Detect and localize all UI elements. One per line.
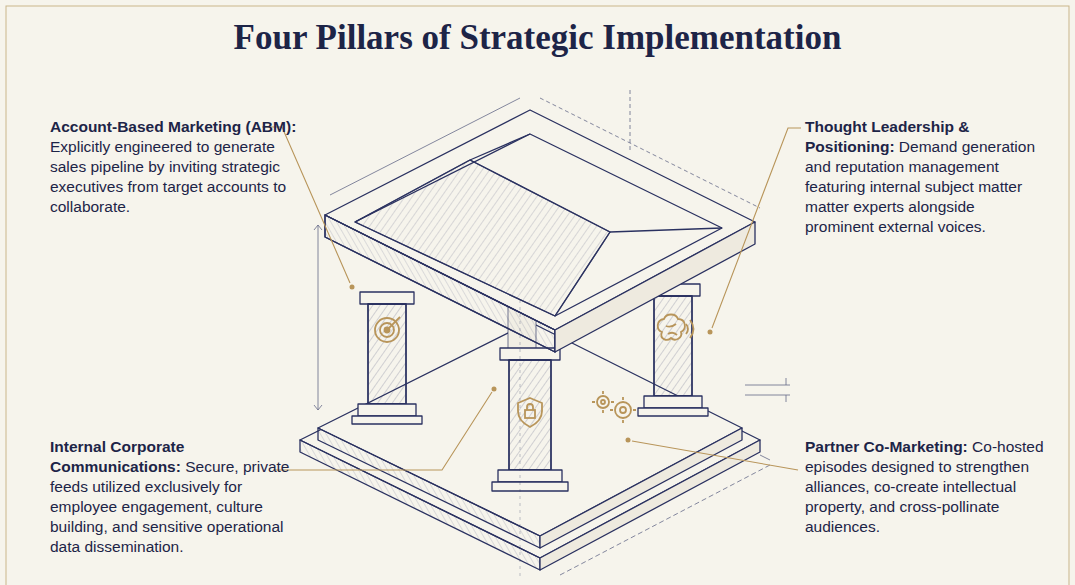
illustration-stroke <box>275 392 492 470</box>
illustration-stroke <box>509 360 551 470</box>
illustration-stroke <box>314 405 322 410</box>
illustration-stroke <box>355 160 610 316</box>
illustration-stroke <box>262 127 801 470</box>
illustration-stroke <box>492 482 568 491</box>
illustration-stroke <box>666 324 677 335</box>
illustration-stroke <box>560 465 770 575</box>
illustration-stroke <box>658 315 685 340</box>
callout-heading: Internal Corporate Communications: <box>50 438 184 475</box>
illustration-stroke <box>654 296 692 396</box>
illustration-stroke <box>352 416 422 424</box>
illustration-stroke <box>686 320 694 338</box>
illustration-stroke <box>520 300 521 580</box>
illustration-stroke <box>745 385 790 386</box>
illustration-stroke <box>610 228 722 232</box>
illustration-stroke <box>318 225 319 410</box>
illustration-stroke <box>555 232 610 316</box>
illustration-stroke <box>262 127 350 283</box>
illustration-stroke <box>300 110 760 570</box>
illustration-stroke <box>325 110 755 330</box>
callout-heading: Partner Co-Marketing: <box>805 438 968 455</box>
callout-text: Partner Co-Marketing: Co-hosted episodes… <box>805 437 1049 537</box>
illustration-stroke <box>470 134 530 160</box>
callout-body: Explicitly engineered to generate sales … <box>50 138 286 215</box>
illustration-stroke <box>527 404 533 410</box>
illustration-stroke <box>314 225 322 230</box>
illustration-stroke <box>6 6 1069 585</box>
illustration-stroke <box>760 455 770 460</box>
illustration-stroke <box>597 396 609 408</box>
illustration-stroke <box>540 428 742 548</box>
illustration-stroke <box>592 391 636 423</box>
illustration-stroke <box>492 387 497 392</box>
illustration-stroke <box>350 285 355 290</box>
illustration-stroke <box>518 398 542 427</box>
callout-text: Account-Based Marketing (ABM): Explicitl… <box>50 117 308 217</box>
callout-text: Thought Leadership & Positioning: Demand… <box>805 117 1037 237</box>
illustration-stroke <box>644 396 702 408</box>
illustration-stroke <box>470 160 610 232</box>
illustration-stroke <box>360 292 414 304</box>
illustration-stroke <box>654 296 692 396</box>
illustration-stroke <box>620 407 626 413</box>
callout-text: Internal Corporate Communications: Secur… <box>50 437 312 557</box>
illustration-stroke <box>615 402 631 418</box>
illustration-stroke <box>708 330 713 335</box>
illustration-stroke <box>355 160 470 222</box>
illustration-stroke <box>368 304 406 404</box>
illustration-stroke <box>626 438 631 443</box>
illustration-stroke <box>630 90 631 150</box>
illustration-stroke <box>330 98 520 195</box>
illustration-stroke <box>358 404 416 416</box>
illustration-stroke <box>745 395 790 396</box>
illustration-stroke <box>712 128 801 328</box>
illustration-stroke <box>525 410 535 418</box>
illustration-stroke <box>314 90 790 580</box>
illustration-stroke <box>509 360 551 470</box>
illustration-stroke <box>387 317 400 330</box>
illustration-stroke <box>540 98 760 208</box>
illustration-stroke <box>601 400 605 404</box>
illustration-stroke <box>632 441 798 470</box>
illustration-stroke <box>498 470 562 482</box>
illustration-stroke <box>786 395 787 402</box>
diagram-title: Four Pillars of Strategic Implementation <box>0 18 1075 58</box>
illustration-stroke <box>638 408 708 416</box>
illustration-stroke <box>375 315 694 428</box>
callout-heading: Account-Based Marketing (ABM): <box>50 118 296 135</box>
illustration-stroke <box>368 304 406 404</box>
illustration-stroke <box>350 285 713 443</box>
illustration-stroke <box>786 378 787 385</box>
illustration-stroke <box>375 318 399 342</box>
